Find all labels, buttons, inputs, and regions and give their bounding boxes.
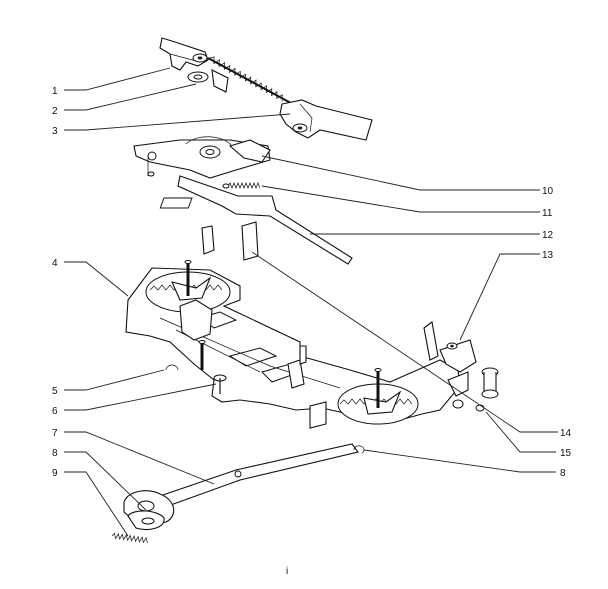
part-lever-assembly-7-8-9 — [111, 443, 365, 544]
callout-9: 9 — [52, 468, 58, 479]
part-plate-10 — [133, 136, 271, 179]
leader-lines — [64, 67, 558, 537]
callout-4: 4 — [52, 258, 58, 269]
callout-8b: 8 — [560, 468, 566, 479]
part-spool-15 — [475, 367, 499, 412]
callout-3: 3 — [52, 126, 58, 137]
callout-10: 10 — [542, 186, 554, 197]
callout-11: 11 — [542, 208, 553, 219]
callout-15: 15 — [560, 448, 572, 459]
part-slide-bar-12 — [159, 175, 353, 265]
callout-14: 14 — [560, 428, 572, 439]
part-ring-5 — [165, 364, 179, 371]
callout-6: 6 — [52, 406, 58, 417]
part-clip-13 — [446, 342, 458, 350]
callout-13: 13 — [542, 250, 554, 261]
callout-7: 7 — [52, 428, 58, 439]
callout-5: 5 — [52, 386, 58, 397]
callout-8: 8 — [52, 448, 58, 459]
part-pin-14 — [201, 221, 259, 261]
part-rod-spring-assembly — [159, 37, 373, 141]
part-spring-11 — [222, 182, 261, 189]
callout-12: 12 — [542, 230, 554, 241]
callout-2: 2 — [52, 106, 58, 117]
callout-labels: 1 2 3 4 5 6 7 8 9 10 11 12 13 14 15 8 — [52, 86, 572, 479]
part-main-frame-4 — [125, 260, 477, 429]
right-gear — [337, 368, 419, 425]
footer-mark: i — [286, 566, 288, 577]
callout-1: 1 — [52, 86, 58, 97]
